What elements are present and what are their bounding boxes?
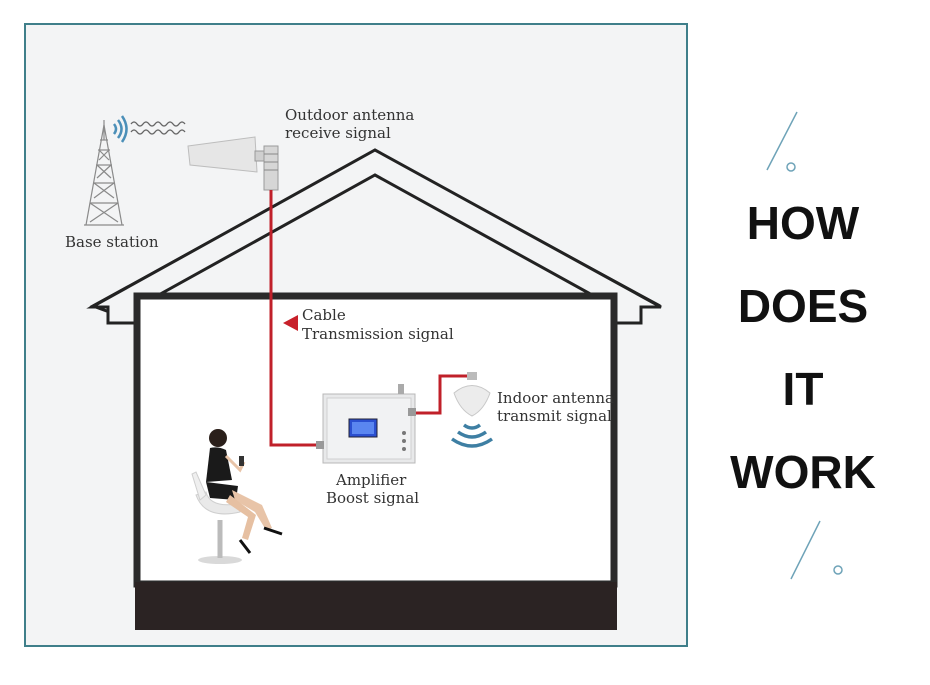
indoor-cable	[416, 374, 470, 415]
decor-slash-bottom-icon	[790, 520, 843, 580]
label-outdoor-antenna-line2: receive signal	[285, 124, 391, 142]
indoor-antenna-icon	[453, 372, 491, 417]
person-with-phone-illustration	[191, 429, 283, 564]
label-amplifier-line2: Boost signal	[326, 489, 419, 507]
label-indoor-antenna-line1: Indoor antenna	[497, 389, 614, 407]
label-cable-line1: Cable	[302, 306, 346, 324]
decor-slash-top-icon	[766, 111, 798, 172]
amplifier-icon	[316, 384, 416, 464]
outdoor-antenna-icon	[187, 136, 279, 191]
headline-word-3: IT	[782, 363, 824, 415]
house-floor	[135, 582, 617, 630]
indoor-signal-icon	[450, 423, 494, 448]
label-outdoor-antenna-line1: Outdoor antenna	[285, 106, 414, 124]
label-amplifier-line1: Amplifier	[335, 471, 407, 489]
label-indoor-antenna-line2: transmit signal	[497, 407, 612, 425]
headline-word-4: WORK	[730, 446, 876, 498]
signal-cable	[269, 190, 323, 447]
base-station-tower-icon	[84, 120, 124, 226]
label-cable-line2: Transmission signal	[302, 325, 454, 343]
label-base-station: Base station	[65, 233, 159, 251]
headline-word-2: DOES	[737, 280, 869, 332]
radio-wave-icon	[130, 121, 186, 135]
cable-arrow-icon	[283, 315, 298, 331]
headline-word-1: HOW	[746, 197, 860, 249]
tower-signal-icon	[112, 115, 128, 143]
